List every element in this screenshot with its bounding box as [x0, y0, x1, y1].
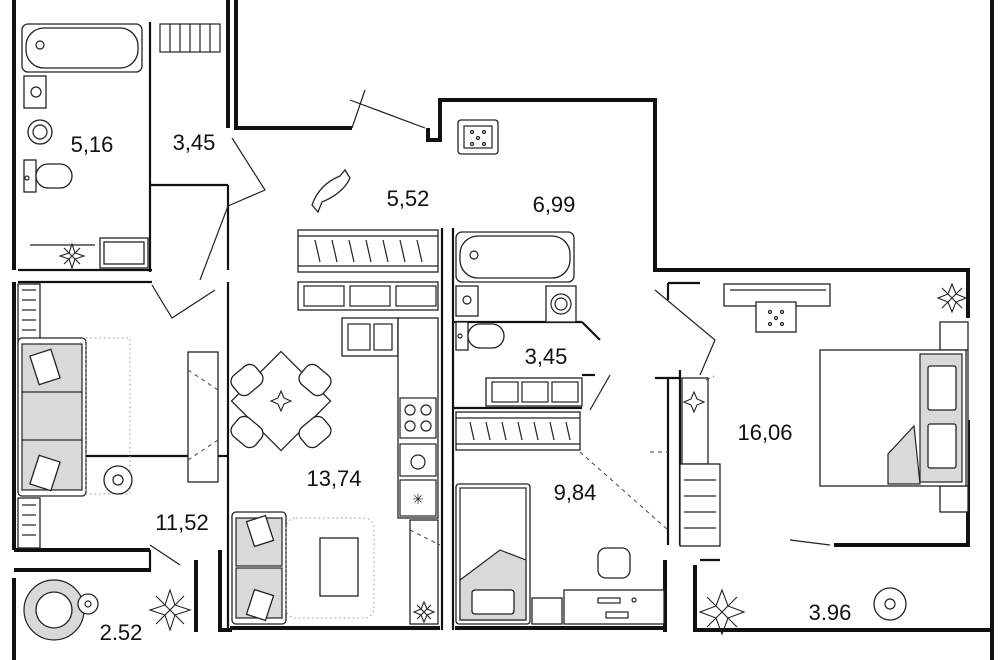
kitchen-counter [397, 317, 439, 519]
area-label-balcony-1: 2.52 [100, 620, 143, 645]
outer-walls [12, 0, 994, 660]
area-label-bathroom-2: 3,45 [525, 344, 568, 369]
sink-2 [455, 285, 479, 317]
kids-room-furniture [455, 411, 669, 625]
living-room-furniture [17, 283, 219, 549]
area-label-balcony-2: 3.96 [809, 600, 852, 625]
bedroom-furniture [679, 283, 969, 547]
bathroom-1 [21, 23, 149, 269]
area-label-living-room: 11,52 [155, 510, 208, 535]
tv-stand [187, 351, 219, 483]
closet-1-shelves [159, 23, 221, 53]
area-label-kids-room: 9,84 [554, 480, 597, 505]
living-lamp [103, 465, 133, 495]
dog-figure [311, 168, 351, 214]
plant-icon [148, 588, 192, 632]
bedroom-wardrobe [679, 463, 721, 547]
svg-text:✳: ✳ [412, 491, 424, 507]
plant-icon [58, 242, 86, 270]
doors [149, 89, 831, 566]
plant-icons [58, 242, 968, 636]
area-label-bathroom-1: 5,16 [71, 132, 114, 157]
area-label-bedroom: 16,06 [737, 420, 792, 445]
area-label-kitchen: 13,74 [306, 466, 361, 491]
desk [563, 589, 665, 625]
plant-icon [682, 390, 706, 414]
area-label-closet-1: 3,45 [173, 130, 216, 155]
area-labels: 5,16 3,45 5,52 6,99 3,45 11,52 13,74 9,8… [71, 130, 852, 645]
coffee-table [319, 537, 359, 597]
interior-walls [18, 22, 720, 630]
plant-icon [698, 588, 746, 636]
area-label-hall: 5,52 [387, 186, 430, 211]
area-label-corridor: 6,99 [533, 192, 576, 217]
balcony-items [23, 579, 907, 641]
plant-icon [412, 600, 436, 624]
hall-furniture [297, 168, 439, 311]
plant-icon [269, 389, 293, 413]
kitchen-furniture: ✳ [230, 317, 441, 625]
washing-machine-1 [27, 119, 53, 145]
sink-1 [23, 75, 47, 109]
plant-icon [936, 282, 968, 314]
balcony-table [873, 587, 907, 621]
desk-chair [597, 547, 631, 579]
bathroom-2 [455, 119, 583, 407]
